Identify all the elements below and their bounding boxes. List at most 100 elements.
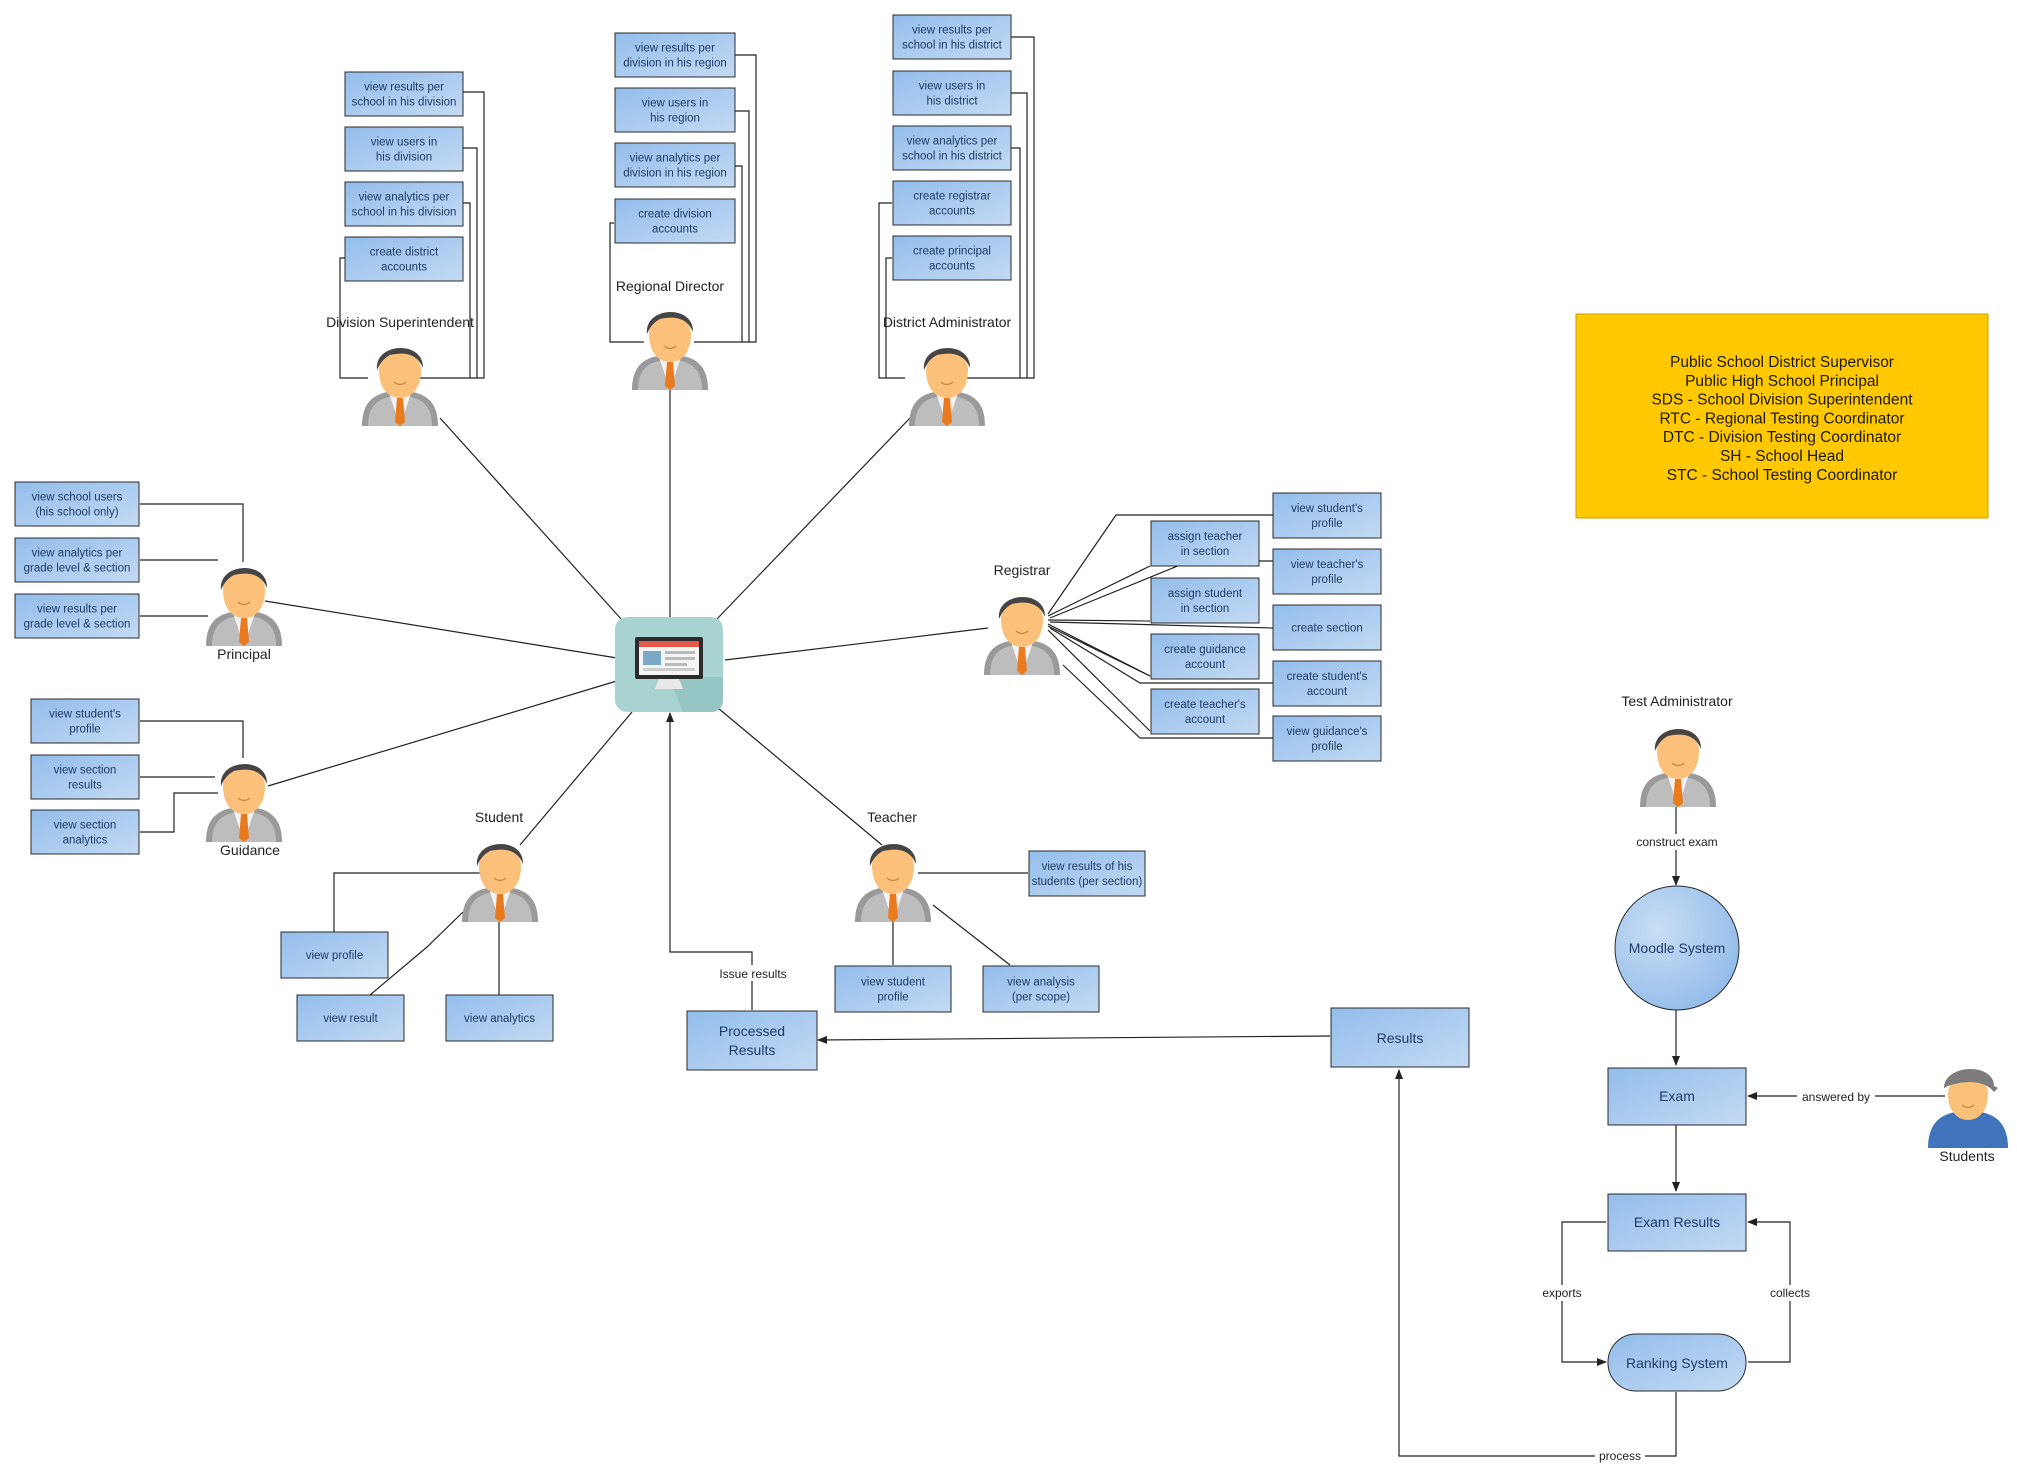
action-box-pr2-line-1: view analytics per <box>32 548 123 560</box>
ranking-system-label: Ranking System <box>1626 1355 1728 1371</box>
legend-line: SH - School Head <box>1720 448 1844 465</box>
action-box-rg1-line-1: view student's <box>1291 503 1363 515</box>
processed-results-line1: Processed <box>719 1023 785 1039</box>
actor-registrar: Registrar <box>983 562 1061 675</box>
exam-box: Exam <box>1607 1067 1747 1126</box>
actor-principal: Principal <box>205 567 283 662</box>
action-box-st1: view profile <box>280 931 389 979</box>
person-in-suit-icon <box>854 843 932 922</box>
action-box-rg6-line-1: assign teacher <box>1168 531 1243 543</box>
legend-line: Public High School Principal <box>1685 373 1879 390</box>
person-in-cap-icon <box>1926 1067 2010 1148</box>
action-box-te1-line-2: students (per section) <box>1032 876 1143 888</box>
action-box-gu1-line-2: profile <box>69 724 100 736</box>
actors: Division Superintendent Regional Director… <box>205 278 2010 1164</box>
actor-teacher: Teacher <box>854 809 932 922</box>
action-box-rg7-line-2: in section <box>1181 603 1230 615</box>
action-box-da5-line-1: create principal <box>913 246 991 258</box>
action-box-rg8-line-2: account <box>1185 659 1226 671</box>
action-box-te1: view results of his students (per section… <box>1028 850 1146 897</box>
action-box-pr2-line-2: grade level & section <box>24 563 131 575</box>
action-box-rg5-line-2: profile <box>1311 741 1342 753</box>
action-box-da1-line-1: view results per <box>912 25 992 37</box>
actor-label: Division Superintendent <box>326 314 474 330</box>
processed-results-box: Processed Results <box>686 1010 818 1071</box>
action-box-te2: view student profile <box>834 965 952 1013</box>
action-box-gu2-line-1: view section <box>54 765 117 777</box>
action-box-da4-line-1: create registrar <box>913 191 991 203</box>
action-box-st2-line-1: view result <box>323 1013 378 1025</box>
system-hub <box>615 617 723 712</box>
action-box-st3: view analytics <box>445 994 554 1042</box>
actor-label: Test Administrator <box>1621 693 1733 709</box>
legend-line: STC - School Testing Coordinator <box>1667 467 1898 484</box>
legend-box: Public School District SupervisorPublic … <box>1575 313 1989 519</box>
action-box-te3: view analysis(per scope) <box>982 965 1100 1013</box>
action-box-ds4-line-2: accounts <box>381 262 427 274</box>
action-box-rd4-line-1: create division <box>638 209 712 221</box>
person-in-suit-icon <box>205 763 283 842</box>
action-box-rd3-line-2: division in his region <box>623 168 727 180</box>
action-box-rd1: view results per division in his region <box>614 32 736 78</box>
action-box-ds1-line-2: school in his division <box>352 97 457 109</box>
actor-guidance: Guidance <box>205 763 283 858</box>
exam-results-box: Exam Results <box>1607 1193 1747 1252</box>
action-box-da4: create registrar accounts <box>892 180 1012 226</box>
action-box-st2: view result <box>296 994 405 1042</box>
answered-by-label: answered by <box>1802 1090 1870 1104</box>
action-box-da2-line-2: his district <box>926 96 978 108</box>
action-box-da3-line-2: school in his district <box>902 151 1003 163</box>
action-box-rd1-line-2: division in his region <box>623 58 727 70</box>
exam-results-label: Exam Results <box>1634 1214 1720 1230</box>
actor-test-administrator: Test Administrator <box>1621 693 1733 807</box>
action-box-rg2-line-1: view teacher's <box>1291 559 1364 571</box>
action-box-ds4: create district accounts <box>344 236 464 282</box>
action-box-ds2-line-1: view users in <box>371 137 437 149</box>
action-box-gu3-line-2: analytics <box>63 835 108 847</box>
action-box-da4-line-2: accounts <box>929 206 975 218</box>
action-box-ds4-line-1: create district <box>370 247 439 259</box>
action-box-gu3-line-1: view section <box>54 820 117 832</box>
person-in-suit-icon <box>205 567 283 646</box>
action-box-rd2-line-1: view users in <box>642 98 708 110</box>
action-box-te3-line-2: (per scope) <box>1012 992 1070 1004</box>
collects-label: collects <box>1770 1286 1810 1300</box>
action-box-ds3-line-1: view analytics per <box>359 192 450 204</box>
actor-label: Regional Director <box>616 278 724 294</box>
action-box-st1-line-1: view profile <box>306 950 364 962</box>
actor-label: Teacher <box>867 809 917 825</box>
actor-label: Principal <box>217 646 271 662</box>
action-box-te1-line-1: view results of his <box>1042 861 1133 873</box>
action-box-te2-line-2: profile <box>877 992 908 1004</box>
legend-line: DTC - Division Testing Coordinator <box>1663 429 1901 446</box>
action-box-rd1-line-1: view results per <box>635 43 715 55</box>
person-in-suit-icon <box>983 596 1061 675</box>
action-box-rg4-line-1: create student's <box>1287 671 1368 683</box>
action-box-te2-line-1: view student <box>861 977 926 989</box>
action-box-gu3: view section analytics <box>30 809 140 855</box>
ranking-system-node: Ranking System <box>1607 1333 1747 1392</box>
actor-division-superintendent: Division Superintendent <box>326 314 474 426</box>
person-in-suit-icon <box>631 311 709 390</box>
construct-exam-label: construct exam <box>1636 835 1717 849</box>
action-box-rd4-line-2: accounts <box>652 224 698 236</box>
action-box-pr2: view analytics per grade level & section <box>14 537 140 583</box>
action-box-gu2-line-2: results <box>68 780 102 792</box>
connectors <box>140 36 1945 1457</box>
edge-labels: Issue results construct exam answered by… <box>716 834 1875 1464</box>
action-box-rg6-line-2: in section <box>1181 546 1230 558</box>
